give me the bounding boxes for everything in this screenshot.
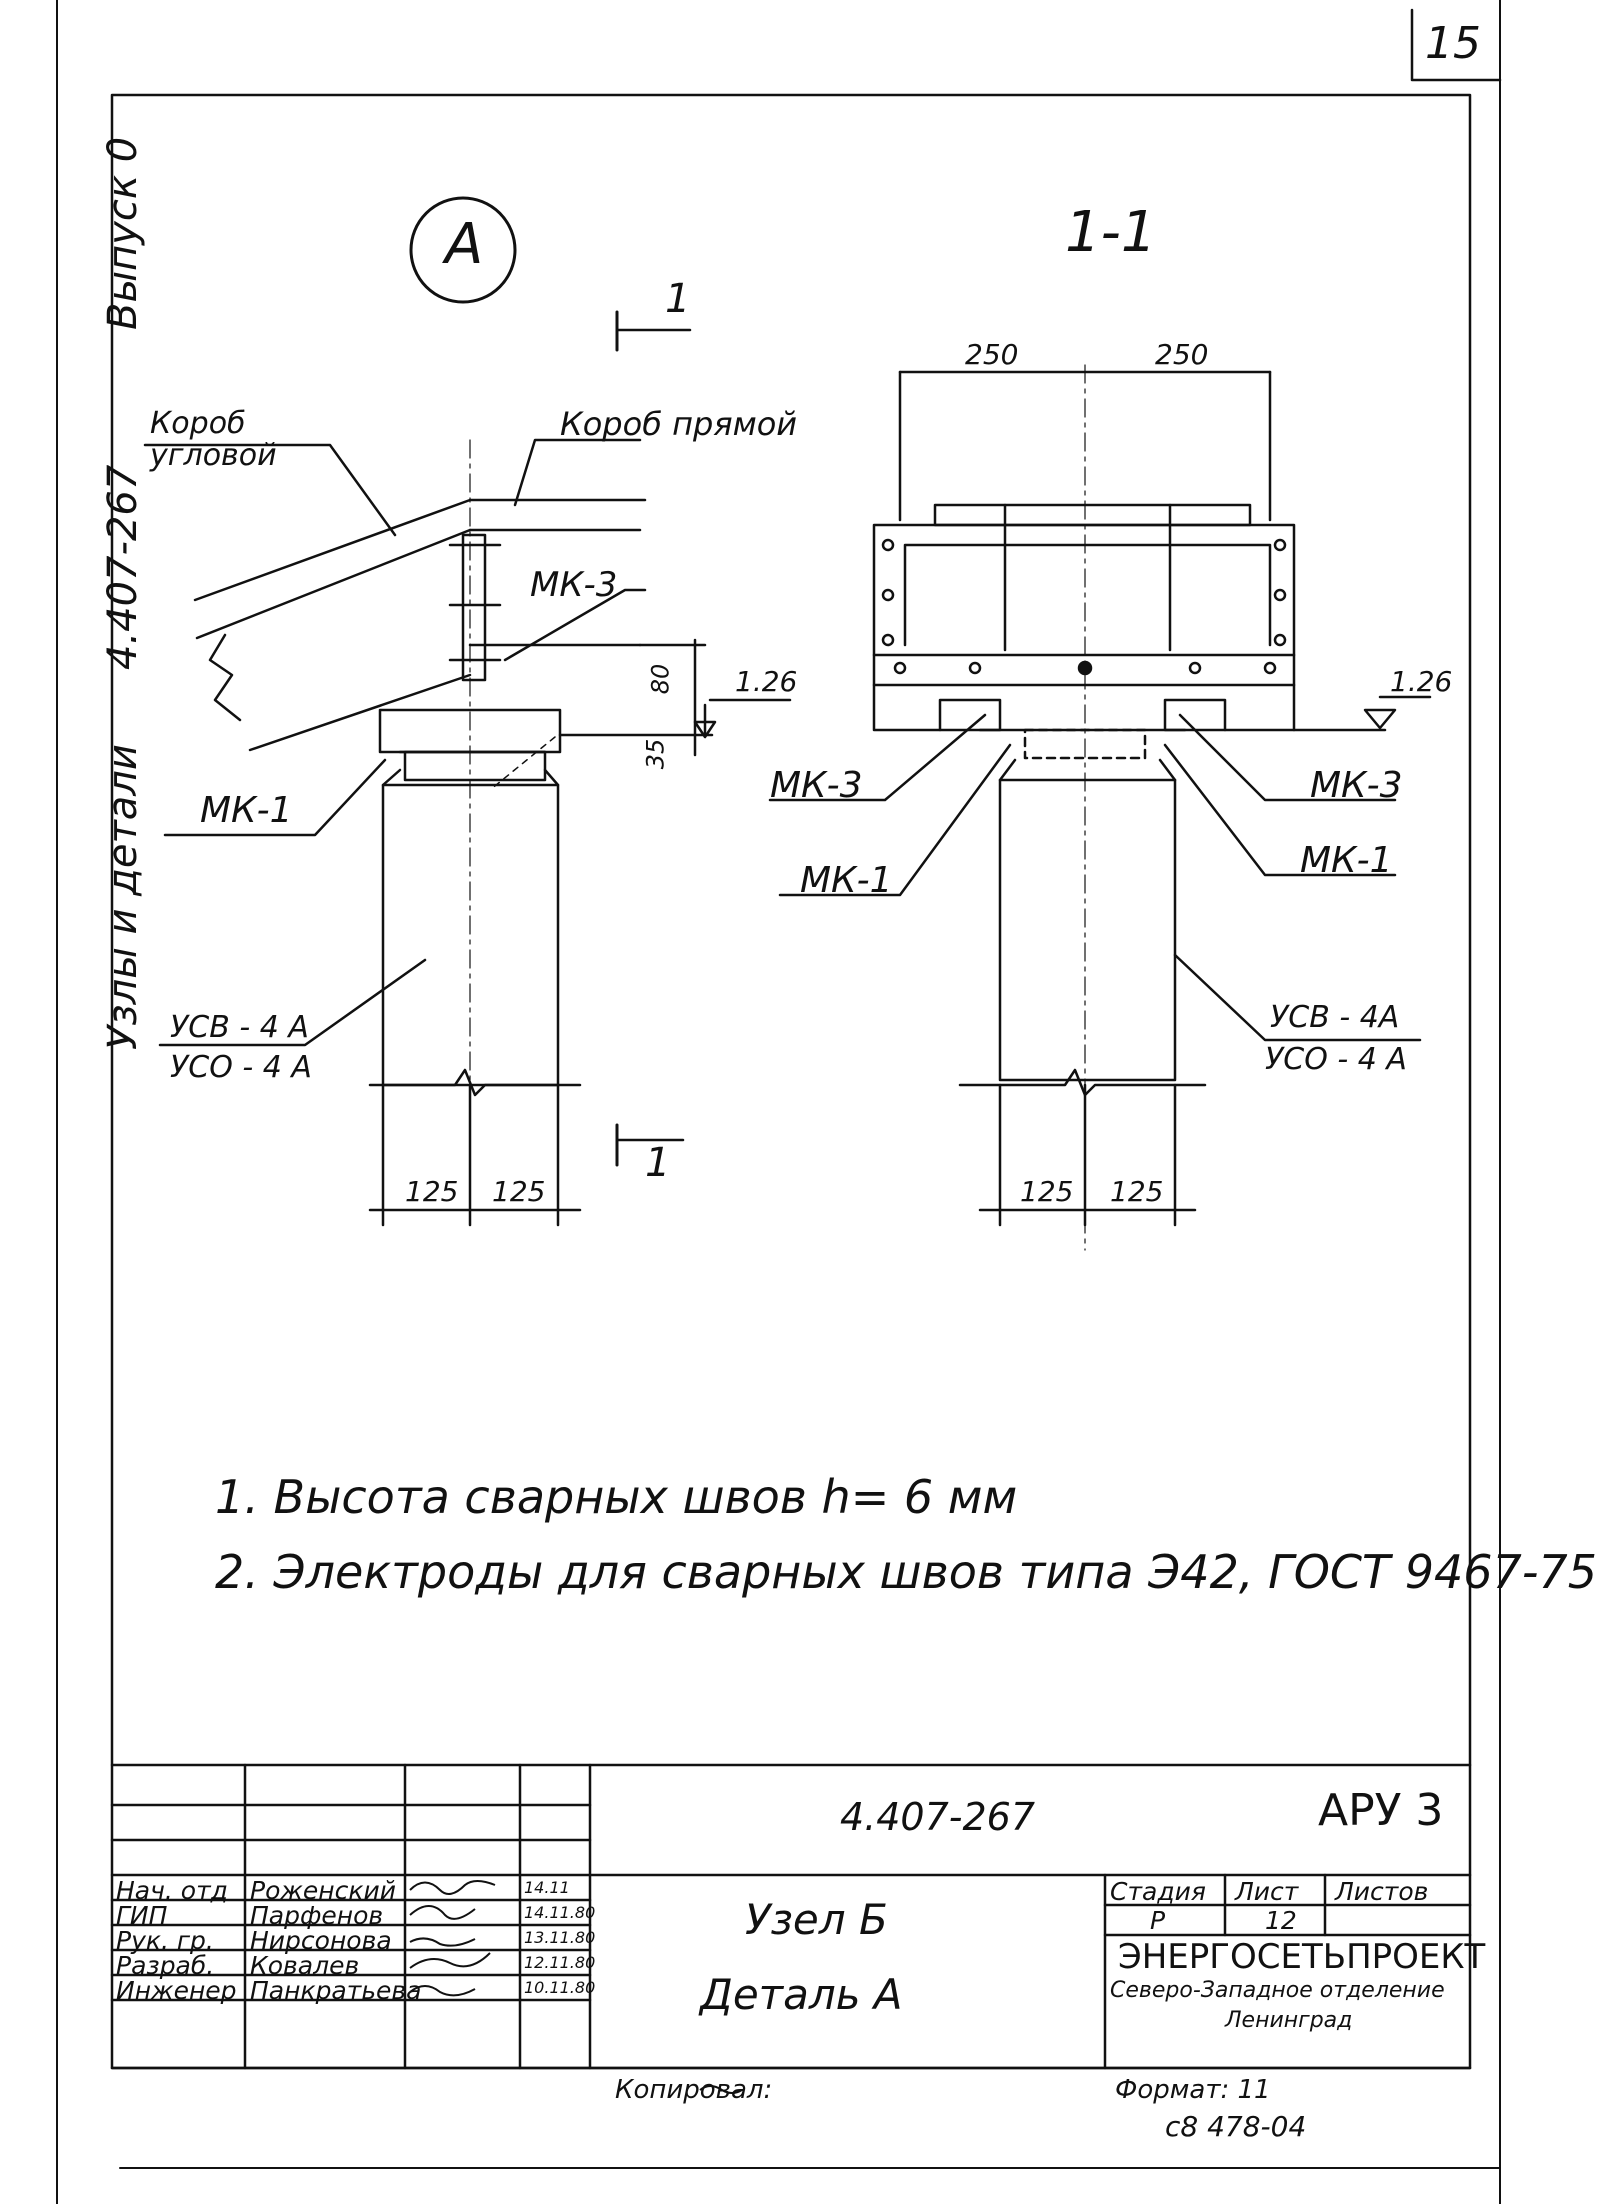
section-column-label-2: УСО - 4 А — [1265, 1042, 1407, 1077]
label-box-corner: Короб угловой — [150, 406, 277, 473]
signer-role: Инженер — [116, 1976, 237, 2005]
sheet-number: 15 — [1425, 18, 1481, 69]
signer-date: 14.11.80 — [524, 1903, 596, 1922]
section-dim-top-left: 250 — [965, 338, 1019, 371]
section-column-label-1: УСВ - 4А — [1270, 1000, 1400, 1035]
view-a-drawing — [143, 196, 792, 1227]
signer-role: Нач. отд — [116, 1876, 228, 1905]
signer-date: 13.11.80 — [524, 1928, 596, 1947]
org-city: Ленинград — [1225, 2008, 1353, 2033]
view-a-label-mk1: МК-1 — [200, 790, 293, 831]
note-2: 2. Электроды для сварных швов типа Э42, … — [215, 1545, 1597, 1599]
signer-name: Ковалев — [250, 1951, 360, 1980]
signer-name: Панкратьева — [250, 1976, 422, 2005]
view-a-column-label-2: УСО - 4 А — [170, 1050, 312, 1085]
section-dim-right: 125 — [1110, 1175, 1164, 1208]
stage-header: Стадия — [1110, 1877, 1206, 1906]
signer-role: Разраб. — [116, 1951, 215, 1980]
section-title: 1-1 — [1065, 200, 1157, 265]
signer-date: 12.11.80 — [524, 1953, 596, 1972]
label-box-straight: Короб прямой — [560, 405, 798, 443]
signer-name: Нирсонова — [250, 1926, 392, 1955]
stage-value: Р — [1150, 1906, 1166, 1935]
org-name: ЭНЕРГОСЕТЬПРОЕКТ — [1118, 1937, 1486, 1977]
section-1-1-drawing — [768, 364, 1432, 1251]
section-label-mk1-right: МК-1 — [1300, 840, 1393, 881]
signer-role: ГИП — [116, 1901, 168, 1930]
view-a-label-mk3: МК-3 — [530, 565, 618, 605]
drawing-title-1: Узел Б — [745, 1895, 888, 1944]
section-dim-top-right: 250 — [1155, 338, 1209, 371]
signature-marks — [409, 1880, 743, 2094]
view-a-marker: A — [445, 212, 484, 277]
doc-series: АРУ 3 — [1318, 1785, 1444, 1836]
copied-by: Копировал: — [615, 2075, 773, 2105]
drawing-sheet — [56, 0, 1502, 2204]
view-a-dim-left: 125 — [405, 1175, 459, 1208]
view-a-column-label-1: УСВ - 4 А — [170, 1010, 309, 1045]
signer-name: Парфенов — [250, 1901, 384, 1930]
view-a-section-mark-bottom: 1 — [645, 1140, 671, 1186]
org-branch: Северо-Западное отделение — [1110, 1978, 1445, 2003]
note-1: 1. Высота сварных швов h= 6 мм — [215, 1470, 1018, 1524]
side-strip-label-2: 4.407-267 — [100, 464, 146, 670]
doc-code: 4.407-267 — [840, 1795, 1036, 1839]
signer-date: 10.11.80 — [524, 1978, 596, 1997]
signer-role: Рук. гр. — [116, 1926, 214, 1955]
section-level: 1.26 — [1390, 665, 1453, 698]
stamp-number: с8 478-04 — [1165, 2110, 1307, 2143]
side-strip-label-3: Узлы и детали — [100, 744, 146, 1050]
title-block-grid — [110, 1763, 1472, 2070]
signer-date: 14.11 — [524, 1878, 570, 1897]
section-label-mk1-left: МК-1 — [800, 860, 893, 901]
view-a-section-mark-top: 1 — [665, 276, 691, 322]
view-a-level: 1.26 — [735, 665, 798, 698]
section-label-mk3-left: МК-3 — [770, 765, 863, 806]
signer-name: Роженский — [250, 1876, 396, 1905]
sheets-header: Листов — [1335, 1877, 1429, 1906]
side-strip-label-1: Выпуск 0 — [100, 136, 146, 330]
sheet-frame — [56, 0, 1502, 2204]
sheet-value: 12 — [1265, 1906, 1297, 1935]
format-label: Формат: 11 — [1115, 2075, 1271, 2105]
sheet-header: Лист — [1235, 1877, 1299, 1906]
drawing-title-2: Деталь А — [700, 1970, 903, 2019]
section-dim-left: 125 — [1020, 1175, 1074, 1208]
view-a-dim-right: 125 — [492, 1175, 546, 1208]
view-a-dim-80: 80 — [646, 663, 675, 695]
section-label-mk3-right: МК-3 — [1310, 765, 1403, 806]
view-a-dim-35: 35 — [641, 738, 670, 770]
